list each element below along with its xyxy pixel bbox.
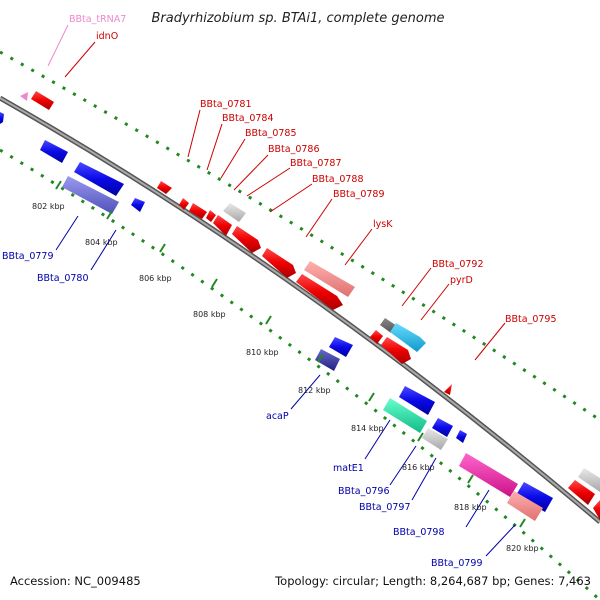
gene-0798b[interactable] [516, 482, 553, 512]
label-acaP[interactable]: acaP [266, 411, 289, 422]
reverse-genes [0, 112, 553, 521]
tick-label: 818 kbp [454, 503, 487, 512]
gene-idnO[interactable] [31, 91, 54, 110]
gene-0784[interactable] [179, 198, 189, 210]
gene-lysK-b[interactable] [296, 274, 343, 310]
gene-trna7[interactable] [20, 92, 28, 101]
label-0786[interactable]: BBta_0786 [268, 144, 320, 155]
gene-acaP[interactable] [329, 337, 353, 357]
label-0781[interactable]: BBta_0781 [200, 99, 252, 110]
gene-right-red2[interactable] [593, 500, 600, 520]
label-0795[interactable]: BBta_0795 [505, 314, 557, 325]
label-0798[interactable]: BBta_0798 [393, 527, 445, 538]
tick-label: 812 kbp [298, 386, 331, 395]
gene-0797[interactable] [456, 430, 467, 443]
label-0787[interactable]: BBta_0787 [290, 158, 342, 169]
label-0792[interactable]: BBta_0792 [432, 259, 484, 270]
gene-left-blue[interactable] [0, 112, 4, 124]
gene-0787b[interactable] [223, 203, 246, 222]
gene-0792b[interactable] [370, 330, 383, 344]
label-idnO[interactable]: idnO [96, 31, 118, 42]
gene-0787[interactable] [213, 215, 232, 236]
gene-0788[interactable] [232, 226, 261, 253]
label-pyrD[interactable]: pyrD [450, 275, 473, 286]
gene-lysK[interactable] [304, 261, 355, 297]
gene-0779b[interactable] [74, 162, 124, 196]
outer-guide-line [0, 50, 600, 422]
tick-label: 806 kbp [139, 274, 172, 283]
gene-matE1[interactable] [399, 386, 435, 415]
label-0779[interactable]: BBta_0779 [2, 251, 54, 262]
gene-acaP-b[interactable] [315, 349, 340, 371]
accession-text: Accession: NC_009485 [10, 574, 141, 588]
gene-0785[interactable] [189, 203, 207, 219]
gene-0799[interactable] [507, 491, 543, 521]
gene-0796b[interactable] [422, 428, 448, 450]
gene-0795b[interactable] [444, 384, 452, 395]
genome-backbone-highlight [0, 97, 600, 523]
gene-0780[interactable] [62, 176, 119, 214]
gene-0798[interactable] [459, 453, 518, 497]
label-lysK[interactable]: lysK [373, 219, 393, 230]
reverse-labels: BBta_0779 BBta_0780 acaP matE1 BBta_0796… [2, 215, 516, 569]
tick-label: 820 kbp [506, 544, 539, 553]
gene-0795[interactable] [381, 337, 411, 364]
label-0799[interactable]: BBta_0799 [431, 558, 483, 569]
gene-matE1-b[interactable] [383, 398, 427, 433]
gene-0781[interactable] [157, 181, 172, 194]
tick-label: 810 kbp [246, 348, 279, 357]
forward-genes [20, 91, 600, 520]
tick-label: 816 kbp [402, 463, 435, 472]
gene-right-red[interactable] [568, 480, 595, 505]
label-0788[interactable]: BBta_0788 [312, 174, 364, 185]
gene-0786[interactable] [206, 210, 216, 222]
label-0780[interactable]: BBta_0780 [37, 273, 89, 284]
tick-label: 802 kbp [32, 202, 65, 211]
gene-pyrD[interactable] [390, 323, 426, 352]
label-trna7[interactable]: BBta_tRNA7 [69, 14, 126, 25]
gene-0779[interactable] [40, 140, 68, 163]
topology-text: Topology: circular; Length: 8,264,687 bp… [274, 574, 591, 588]
label-0785[interactable]: BBta_0785 [245, 128, 297, 139]
tick-label: 808 kbp [193, 310, 226, 319]
inner-guide-line [0, 148, 600, 600]
label-0796[interactable]: BBta_0796 [338, 486, 390, 497]
label-0789[interactable]: BBta_0789 [333, 189, 385, 200]
ticks: 802 kbp 804 kbp 806 kbp 808 kbp 810 kbp … [32, 180, 539, 553]
label-0797[interactable]: BBta_0797 [359, 502, 411, 513]
tick-label: 814 kbp [351, 424, 384, 433]
gene-right-gray[interactable] [578, 468, 600, 492]
forward-labels: BBta_tRNA7 idnO BBta_0781 BBta_0784 BBta… [47, 14, 557, 361]
label-0784[interactable]: BBta_0784 [222, 113, 274, 124]
label-matE1[interactable]: matE1 [333, 463, 364, 474]
gene-0780b[interactable] [131, 198, 145, 212]
gene-0789[interactable] [262, 248, 296, 278]
tick-label: 804 kbp [85, 238, 118, 247]
gene-0796[interactable] [432, 418, 453, 437]
map-title: Bradyrhizobium sp. BTAi1, complete genom… [151, 11, 444, 26]
